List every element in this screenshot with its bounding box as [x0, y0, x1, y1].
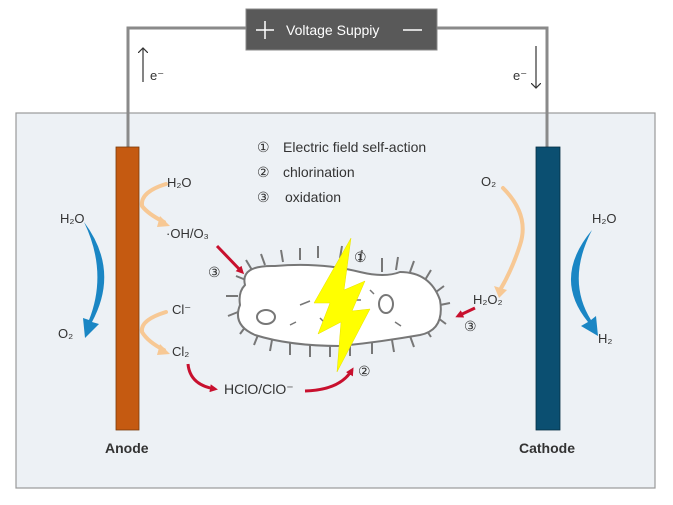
lightning-bolt-icon	[313, 237, 371, 373]
chlorination-arrow	[304, 367, 354, 393]
electron-right-label: e⁻	[513, 68, 527, 83]
svg-text:Cl⁻: Cl⁻	[172, 302, 191, 317]
svg-text:①: ①	[257, 139, 270, 155]
plus-icon	[256, 21, 274, 39]
supply-label: Voltage Suppiy	[286, 22, 379, 38]
anode-label: Anode	[105, 440, 149, 456]
svg-text:H₂O: H₂O	[60, 211, 85, 226]
svg-text:O₂: O₂	[481, 174, 496, 189]
svg-text:H₂: H₂	[598, 331, 612, 346]
cathode-orange-arrow	[498, 186, 525, 292]
svg-text:oxidation: oxidation	[285, 189, 341, 205]
svg-text:H₂O: H₂O	[167, 175, 192, 190]
svg-text:③: ③	[257, 189, 270, 205]
svg-text:chlorination: chlorination	[283, 164, 355, 180]
svg-text:·OH/O₃: ·OH/O₃	[166, 226, 209, 241]
svg-text:②: ②	[257, 164, 270, 180]
wire-right	[437, 26, 549, 147]
cathode-blue-arrow	[570, 230, 598, 336]
legend: ① Electric field self-action ② chlorinat…	[257, 139, 426, 205]
electron-left-label: e⁻	[150, 68, 164, 83]
oxidation-arrow-right	[455, 306, 476, 318]
hypochlorite-label: HClO/ClO⁻	[224, 381, 294, 397]
anode-orange-arrow-2	[139, 310, 168, 352]
svg-text:①: ①	[354, 249, 367, 265]
svg-text:Cl₂: Cl₂	[172, 344, 189, 359]
cathode-electrode	[535, 146, 561, 431]
anode-blue-arrow	[83, 222, 105, 338]
svg-text:②: ②	[358, 363, 371, 379]
svg-text:Electric field self-action: Electric field self-action	[283, 139, 426, 155]
anode-electrode	[115, 146, 140, 431]
oxidation-arrow-left	[215, 244, 245, 275]
chlorine-to-hypochlorite-arrow	[186, 363, 218, 393]
svg-text:③: ③	[464, 318, 477, 334]
svg-text:O₂: O₂	[58, 326, 73, 341]
svg-text:H₂O: H₂O	[592, 211, 617, 226]
svg-text:③: ③	[208, 264, 221, 280]
anode-orange-arrow-1	[139, 182, 168, 224]
wire-left	[126, 26, 246, 147]
cathode-label: Cathode	[519, 440, 575, 456]
voltage-supply: Voltage Suppiy	[245, 8, 438, 51]
svg-text:H₂O₂: H₂O₂	[473, 292, 503, 307]
